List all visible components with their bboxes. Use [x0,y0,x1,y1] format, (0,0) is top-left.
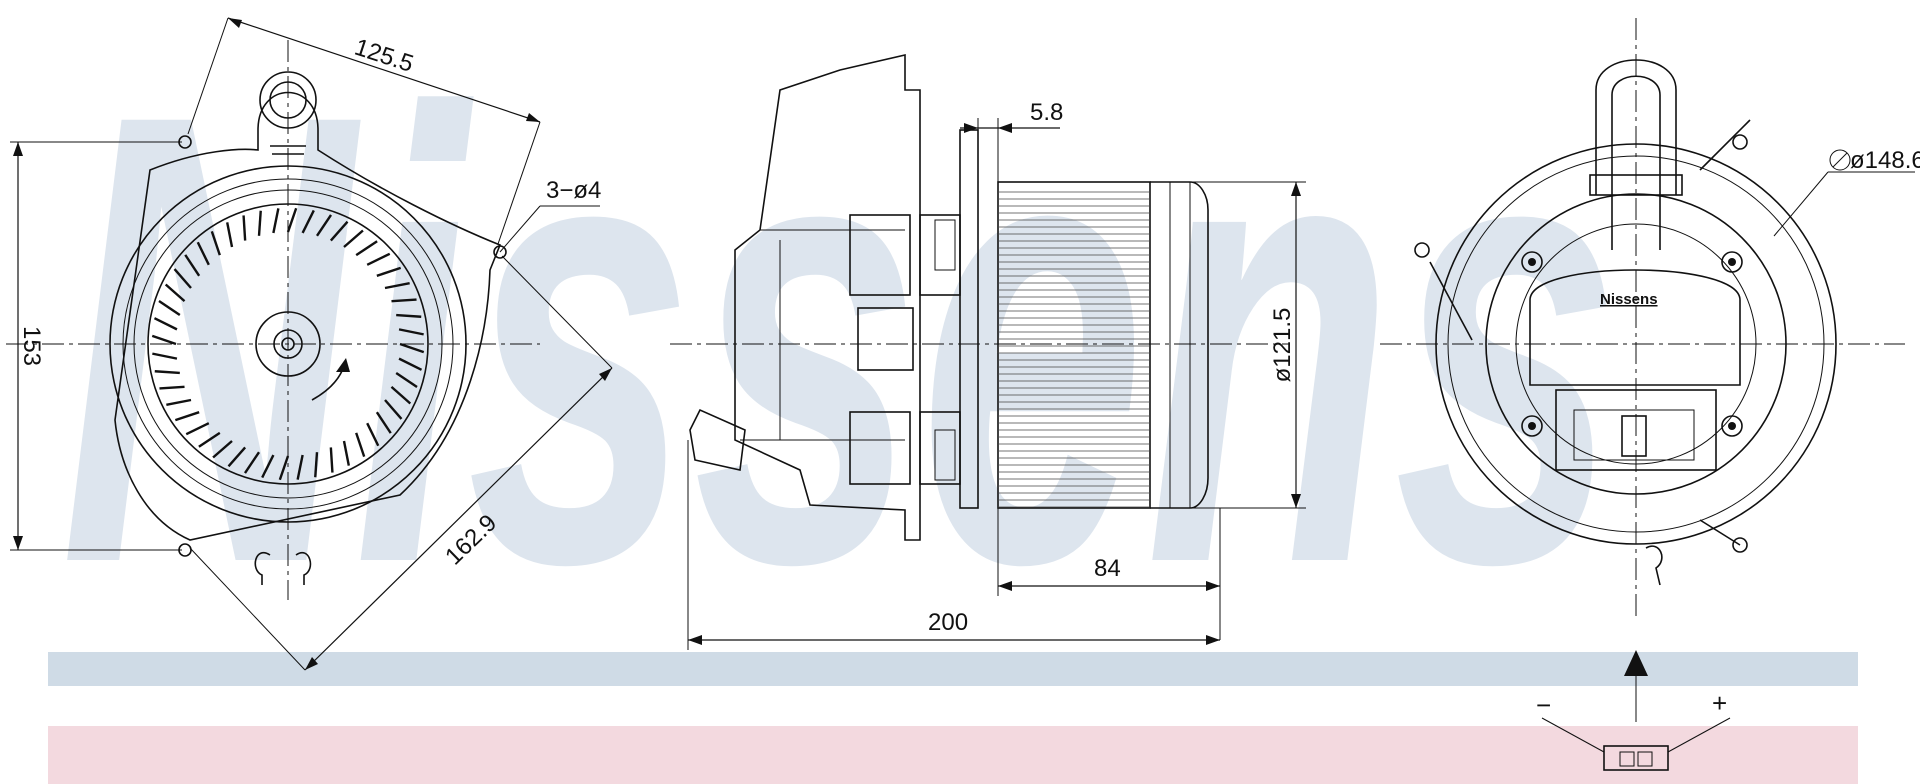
fan-blade [164,283,186,303]
fan-blade [398,357,423,371]
fan-blade [315,214,333,237]
fan-blade [384,399,403,420]
brand-watermark: Nissens [60,0,1620,696]
fan-blade [343,229,364,248]
fan-blade [173,268,192,289]
fan-blade [158,299,181,317]
fan-blade [342,440,350,466]
fan-blade [196,241,210,266]
fan-blade [398,328,424,336]
fan-blade [184,254,201,277]
fan-blade [154,370,180,375]
dim-hole-spec: 3−ø4 [546,177,601,204]
housing-brand-label: Nissens [1600,291,1658,308]
dim-height: 153 [18,326,45,366]
fan-blade [301,209,315,234]
fan-blade [212,440,233,459]
fan-blade [242,215,247,241]
fan-blade [278,455,290,481]
fan-blade [210,230,221,256]
front-view: 125.5 153 3−ø4 162.9 [6,17,613,671]
fan-blade [399,342,425,354]
fan-blade [329,447,334,473]
fan-blade [296,454,304,480]
dim-fan-diameter: ø121.5 [1269,308,1296,383]
fan-blade [151,334,177,346]
view-arrow [1624,650,1648,676]
connector-minus: − [1536,690,1551,720]
connector-plus: + [1712,688,1727,718]
dim-outer-diameter: ø148.6 [1850,147,1920,174]
fan-blade [226,222,234,248]
fan-blade [166,398,192,406]
fan-blade [198,431,221,448]
side-view: 5.8 ø121.5 84 200 [670,53,1306,650]
fan-blade [355,432,366,458]
rear-view: Nissens ø148.6 − + [1380,18,1920,771]
dim-offset: 5.8 [1030,99,1063,126]
fan-blade [384,282,410,290]
fan-blade [185,422,210,436]
side-connector [689,408,746,471]
fan-blade [366,422,380,447]
fan-blade [261,454,275,479]
fan-blade [314,452,319,478]
dim-total-length: 200 [928,609,968,636]
fan-blade [272,208,280,234]
rear-connector [1555,389,1717,471]
fan-blade [174,411,200,422]
fan-blade [159,385,185,390]
fan-blade [153,317,178,331]
fan-blade [329,220,349,242]
fan-blade [243,451,261,474]
motor-housing [734,53,921,541]
fan-blade [396,313,422,318]
fan-blade [355,240,378,257]
watermark-band-pink [48,726,1858,784]
fan-blade [366,252,391,266]
dim-fan-length: 84 [1094,555,1121,582]
mount-hole-right [493,245,507,259]
fan-blade [375,411,392,434]
connector-symbol [1603,745,1669,771]
watermark-band-blue [48,652,1858,686]
fan-blade [395,371,418,389]
fan-blade [286,207,298,233]
fan-blade [390,385,412,405]
wire-clip [254,551,312,585]
fan-blade [152,352,178,360]
fan-blades [151,207,425,481]
fan-cylinder [997,181,1151,509]
fan-blade [376,266,402,277]
fan-blade [257,210,262,236]
fan-blade [391,298,417,303]
fan-blade [227,446,247,468]
